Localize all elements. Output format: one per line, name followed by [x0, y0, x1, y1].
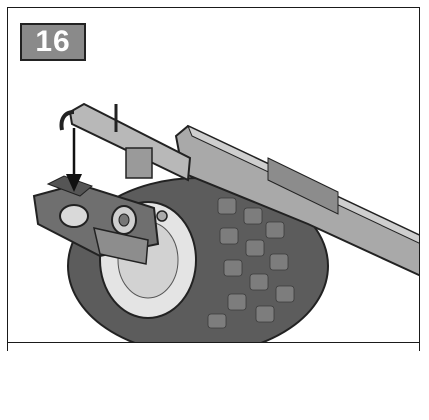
- arrow-down-icon: [66, 128, 82, 192]
- step-panel: 16: [7, 7, 420, 343]
- bracket-assembly: [32, 175, 168, 265]
- hitch-bar: [59, 102, 192, 182]
- assembly-illustration: [32, 102, 419, 342]
- frame-tick-left: [7, 343, 8, 351]
- step-number-badge: 16: [20, 23, 86, 61]
- frame-tick-right: [419, 343, 420, 351]
